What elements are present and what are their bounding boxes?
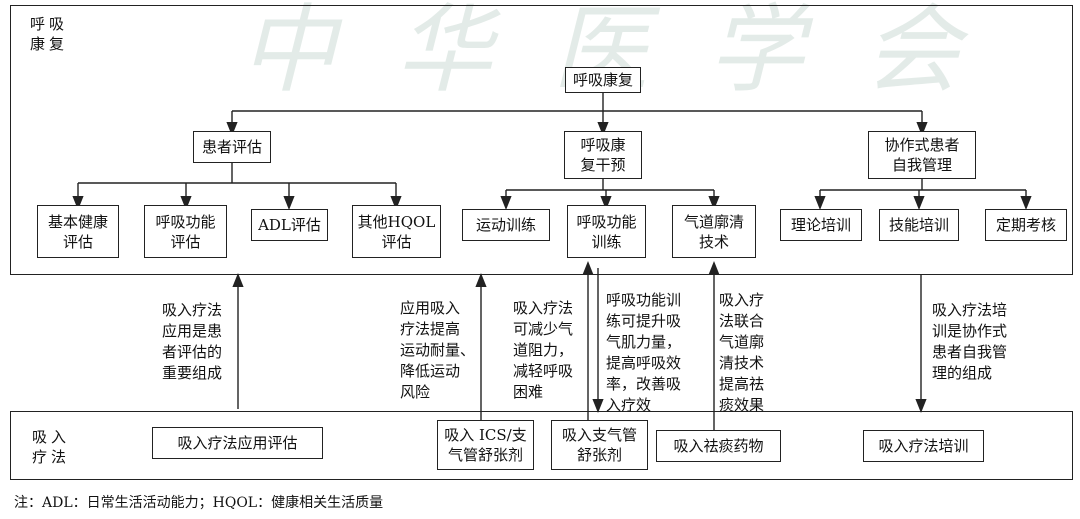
note-respiratory-training-link: 呼吸功能训 练可提升吸 气肌力量， 提高呼吸效 率，改善吸 入疗效 <box>606 291 682 414</box>
inhalation-section-label: 吸入 疗法 <box>32 428 71 466</box>
inhalation-assessment-node: 吸入疗法应用评估 <box>152 427 323 459</box>
rehab-section-frame <box>10 5 1073 275</box>
inhaled-ics-bronchodilator-node: 吸入 ICS/支 气管舒张剂 <box>437 420 534 470</box>
note-self-management-link: 吸入疗法培 训是协作式 患者自我管 理的组成 <box>932 301 1008 382</box>
inhaled-expectorant-node: 吸入祛痰药物 <box>656 430 781 462</box>
note-breathing-link: 吸入疗法 可减少气 道阻力， 减轻呼吸 困难 <box>513 299 574 401</box>
periodic-assessment-node: 定期考核 <box>985 209 1067 241</box>
respiratory-function-training-node: 呼吸功能 训练 <box>567 205 646 258</box>
skill-training-node: 技能培训 <box>879 209 959 241</box>
rehab-section-label: 呼吸 康复 <box>30 15 69 53</box>
footnote: 注：ADL：日常生活活动能力；HQOL：健康相关生活质量 <box>14 495 384 511</box>
note-assessment-link: 吸入疗法 应用是患 者评估的 重要组成 <box>162 301 223 382</box>
patient-assessment-node: 患者评估 <box>193 131 271 163</box>
note-exercise-link: 应用吸入 疗法提高 运动耐量、 降低运动 风险 <box>400 299 476 401</box>
note-airway-clearance-link: 吸入疗 法联合 气道廓 清技术 提高祛 痰效果 <box>719 291 765 414</box>
self-management-node: 协作式患者 自我管理 <box>868 131 976 179</box>
basic-health-assessment-node: 基本健康 评估 <box>37 205 119 258</box>
exercise-training-node: 运动训练 <box>462 209 550 241</box>
theory-training-node: 理论培训 <box>780 209 862 241</box>
inhalation-section-frame <box>10 411 1073 480</box>
inhalation-training-node: 吸入疗法培训 <box>863 430 984 462</box>
hqol-assessment-node: 其他HQOL 评估 <box>352 205 441 258</box>
rehab-intervention-node: 呼吸康 复干预 <box>564 131 642 179</box>
airway-clearance-node: 气道廓清 技术 <box>672 205 756 258</box>
inhaled-bronchodilator-node: 吸入支气管 舒张剂 <box>551 420 648 470</box>
adl-assessment-node: ADL评估 <box>251 209 328 241</box>
root-node: 呼吸康复 <box>565 67 641 93</box>
respiratory-function-assessment-node: 呼吸功能 评估 <box>144 205 227 258</box>
